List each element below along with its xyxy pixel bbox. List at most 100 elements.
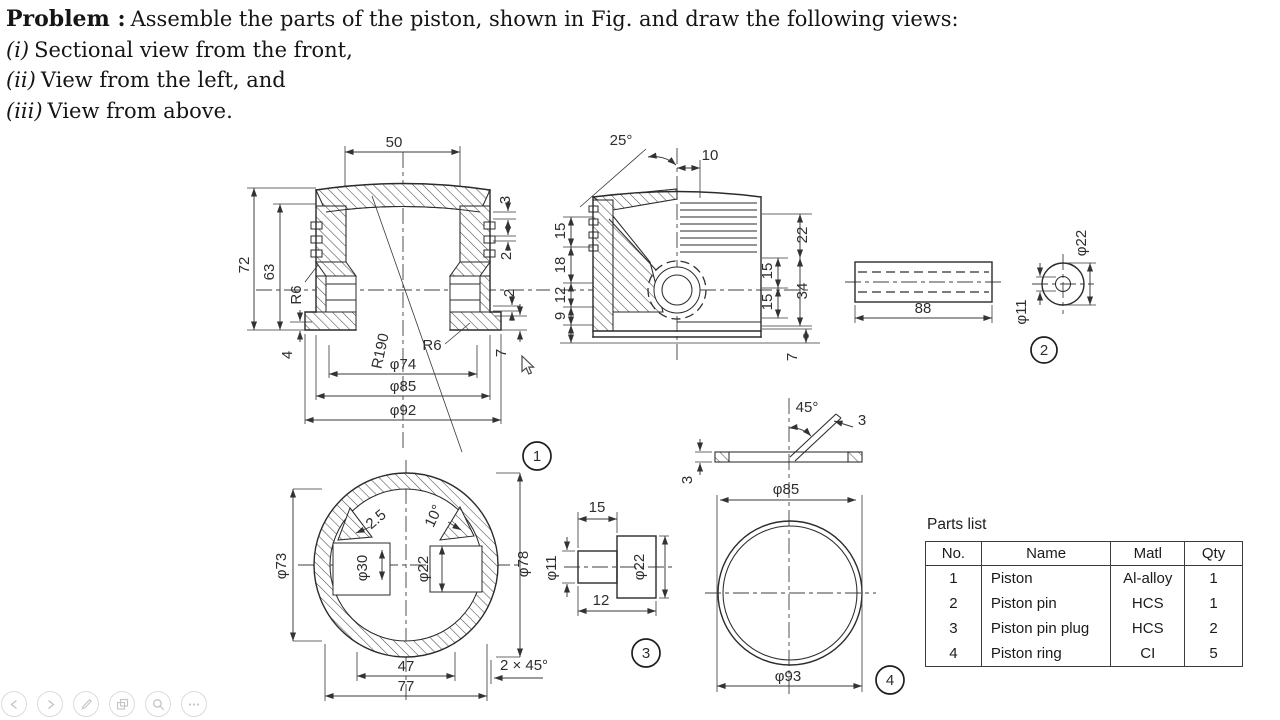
part-balloon-4-label: 4 <box>886 672 894 689</box>
cell-qty: 2 <box>1184 616 1243 641</box>
dim-label: 25° <box>610 132 633 149</box>
next-slide-button[interactable] <box>37 691 63 717</box>
dim-label: 88 <box>915 300 932 317</box>
slides-overview-button[interactable] <box>109 691 135 717</box>
piston-ring-view: 45° 3 3 φ85 φ93 4 <box>679 398 905 696</box>
dim-label: φ11 <box>543 555 560 580</box>
parts-list: Parts list No. Name Matl Qty 1 Piston Al… <box>925 516 1247 667</box>
dim-label: φ73 <box>273 553 290 579</box>
col-header-name: Name <box>980 541 1111 566</box>
zoom-button[interactable] <box>145 691 171 717</box>
cell-name: Piston <box>980 565 1111 591</box>
cell-matl: CI <box>1110 641 1185 667</box>
dim-label: φ30 <box>354 555 371 581</box>
dim-label: φ22 <box>1073 230 1090 256</box>
more-options-button[interactable] <box>181 691 207 717</box>
cell-qty: 1 <box>1184 591 1243 616</box>
dim-label: 50 <box>386 134 403 151</box>
table-row: 3 Piston pin plug HCS 2 <box>926 616 1243 641</box>
front-sectional-view: 50 72 63 R6 4 R190 R6 φ74 φ85 <box>236 134 552 471</box>
slides-icon <box>116 698 129 711</box>
dim-label: 72 <box>236 257 253 274</box>
dim-label: 2 <box>498 252 515 260</box>
previous-icon <box>8 698 21 711</box>
table-row: 2 Piston pin HCS 1 <box>926 591 1243 616</box>
dim-label: 10 <box>702 147 719 164</box>
dim-label: 2 <box>501 289 518 297</box>
part-balloon-2 <box>1030 336 1058 364</box>
cell-matl: HCS <box>1110 616 1185 641</box>
dim-label: 45° <box>796 399 819 416</box>
problem-item-iii: (iii)View from above. <box>6 98 233 123</box>
cell-no: 2 <box>949 595 958 612</box>
dim-label: 15 <box>589 499 606 516</box>
dim-label: 12 <box>593 592 610 609</box>
dim-label: R6 <box>422 337 441 354</box>
col-header-no: No. <box>925 541 982 566</box>
cell-no: 4 <box>949 645 958 662</box>
part-balloon-1 <box>522 441 552 471</box>
dim-label: 7 <box>784 353 801 361</box>
dim-label: 3 <box>497 196 514 204</box>
col-header-matl: Matl <box>1110 541 1185 566</box>
parts-list-table: No. Name Matl Qty 1 Piston Al-alloy 1 2 … <box>925 541 1243 667</box>
cell-matl: Al-alloy <box>1110 565 1185 591</box>
dim-label: 7 <box>493 349 510 357</box>
previous-slide-button[interactable] <box>1 691 27 717</box>
part-balloon-1-label: 1 <box>533 448 541 465</box>
dim-label: φ74 <box>390 356 416 373</box>
dim-label: 22 <box>794 227 811 244</box>
table-row: 1 Piston Al-alloy 1 <box>926 565 1243 591</box>
cell-no: 3 <box>949 620 958 637</box>
dim-label: φ92 <box>390 402 416 419</box>
cell-qty: 5 <box>1184 641 1243 667</box>
dim-label: 47 <box>398 658 415 675</box>
dim-label: 77 <box>398 678 415 695</box>
dim-label: φ85 <box>773 481 799 498</box>
dim-label: 12 <box>552 287 569 304</box>
problem-text: Assemble the parts of the piston, shown … <box>130 7 959 31</box>
parts-list-header-row: No. Name Matl Qty <box>925 541 1243 566</box>
dim-label: φ78 <box>515 551 532 577</box>
left-view: 25° 10 15 18 12 9 15 15 <box>552 132 820 362</box>
dim-label: 34 <box>794 283 811 300</box>
pin-plug-view: 15 12 φ22 φ11 3 <box>543 499 672 668</box>
cell-name: Piston ring <box>980 641 1111 667</box>
dim-label: 3 <box>679 476 696 484</box>
dim-label: 15 <box>759 294 776 311</box>
part-balloon-4 <box>875 665 905 695</box>
problem-statement: Problem :Assemble the parts of the pisto… <box>6 4 1156 126</box>
dim-label: 15 <box>552 223 569 240</box>
dim-label: φ85 <box>390 378 416 395</box>
part-balloon-3-label: 3 <box>642 645 650 662</box>
cell-name: Piston pin plug <box>980 616 1111 641</box>
problem-label: Problem : <box>6 6 126 32</box>
cell-no: 1 <box>949 570 958 587</box>
col-header-qty: Qty <box>1184 541 1243 566</box>
dim-label: 3 <box>858 412 866 429</box>
dim-label: 4 <box>279 351 296 359</box>
dim-label: φ22 <box>415 556 432 582</box>
cell-qty: 1 <box>1184 565 1243 591</box>
dim-label: φ93 <box>775 668 801 685</box>
player-toolbar <box>1 691 207 717</box>
piston-pin-view: 88 φ22 φ11 2 <box>845 230 1096 364</box>
problem-line-1: Problem :Assemble the parts of the pisto… <box>6 4 1156 35</box>
part-balloon-3 <box>631 638 661 668</box>
dim-label: 63 <box>261 264 278 281</box>
dim-label: 9 <box>552 312 569 320</box>
next-icon <box>44 698 57 711</box>
pen-tool-button[interactable] <box>73 691 99 717</box>
problem-item-i: (i)Sectional view from the front, <box>6 37 353 62</box>
parts-list-title: Parts list <box>927 516 987 533</box>
dim-label: 2 × 45° <box>500 657 548 674</box>
cell-name: Piston pin <box>980 591 1111 616</box>
problem-item-ii: (ii)View from the left, and <box>6 68 286 92</box>
magnifier-icon <box>152 698 165 711</box>
part-balloon-2-label: 2 <box>1040 342 1048 359</box>
more-icon <box>187 698 201 711</box>
table-row: 4 Piston ring CI 5 <box>926 641 1243 667</box>
mouse-cursor <box>521 354 536 375</box>
dim-label: φ22 <box>631 554 648 580</box>
